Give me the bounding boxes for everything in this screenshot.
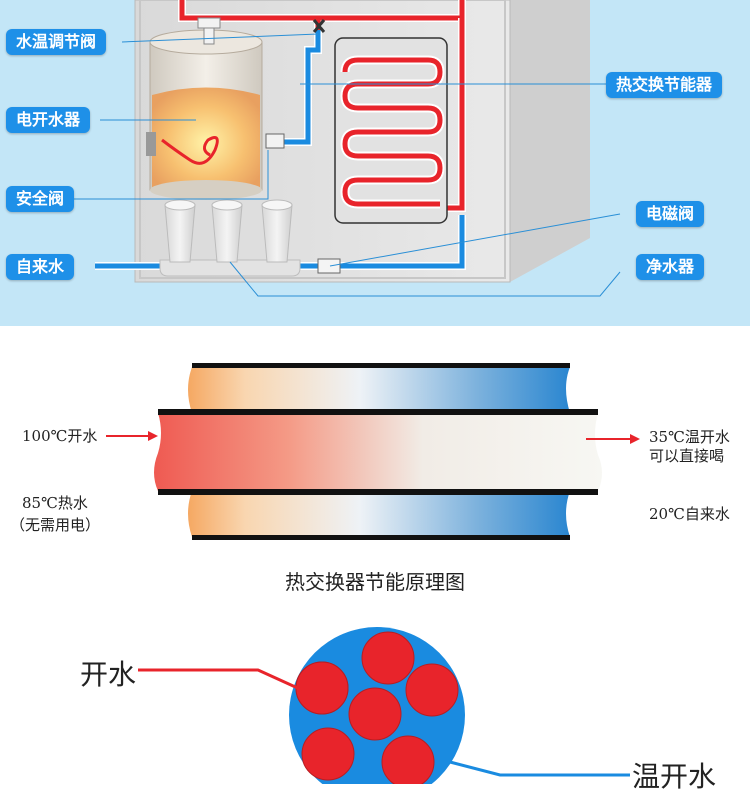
cross-section-diagram <box>138 627 630 784</box>
exchanger-coil <box>342 57 443 207</box>
filter-cup-3 <box>261 204 293 263</box>
drinkable-label: 可以直接喝 <box>649 447 725 465</box>
wall-top <box>192 363 570 368</box>
cold-pipe <box>290 215 465 269</box>
exchanger-principle-diagram <box>106 363 640 540</box>
outer-channel-top <box>188 367 570 413</box>
boiler-label: 电开水器 <box>6 107 91 133</box>
filter-cup-2 <box>211 204 243 263</box>
wall-lower <box>158 489 598 495</box>
temp-valve-label: 水温调节阀 <box>6 29 107 55</box>
outer-channel-bottom <box>188 491 570 537</box>
wall-bottom <box>192 535 570 540</box>
inner-channel <box>154 413 602 491</box>
machine-illustration <box>70 0 621 297</box>
safety-valve-label: 安全阀 <box>6 186 75 212</box>
warm-leader <box>449 760 630 777</box>
no-electricity-label: （无需用电） <box>10 516 101 534</box>
hot-water-label: 85℃热水 <box>22 494 88 512</box>
heat-exchanger-label: 热交换节能器 <box>606 72 723 98</box>
warm-water-out-label: 35℃温开水 <box>649 428 730 446</box>
temp-valve <box>197 17 221 29</box>
heating-element <box>161 136 219 165</box>
solenoid-valve-label: 电磁阀 <box>636 201 705 227</box>
heater-port <box>146 132 156 156</box>
warm-pipe <box>280 30 321 145</box>
tap-water-label: 自来水 <box>6 254 75 280</box>
boiling-water-in-label: 100℃开水 <box>22 427 98 445</box>
boiling-water-tube-label: 开水 <box>80 658 137 691</box>
warm-water-channel-label: 温开水 <box>632 760 717 793</box>
boiling-leader <box>138 668 303 692</box>
tap-water-in-label: 20℃自来水 <box>649 505 730 523</box>
cabinet-side <box>510 0 590 282</box>
purifier-label: 净水器 <box>636 254 705 280</box>
purifier-base <box>159 259 301 277</box>
wall-upper <box>158 409 598 415</box>
diagram-caption: 热交换器节能原理图 <box>285 570 465 594</box>
filter-cup-1 <box>164 204 196 263</box>
hot-tubes <box>295 631 459 784</box>
safety-valve <box>265 133 285 149</box>
leader-lines <box>70 33 621 297</box>
machine-diagram-panel: 水温调节阀 电开水器 安全阀 自来水 热交换节能器 电磁阀 净水器 <box>0 0 750 326</box>
solenoid-valve <box>317 258 341 274</box>
